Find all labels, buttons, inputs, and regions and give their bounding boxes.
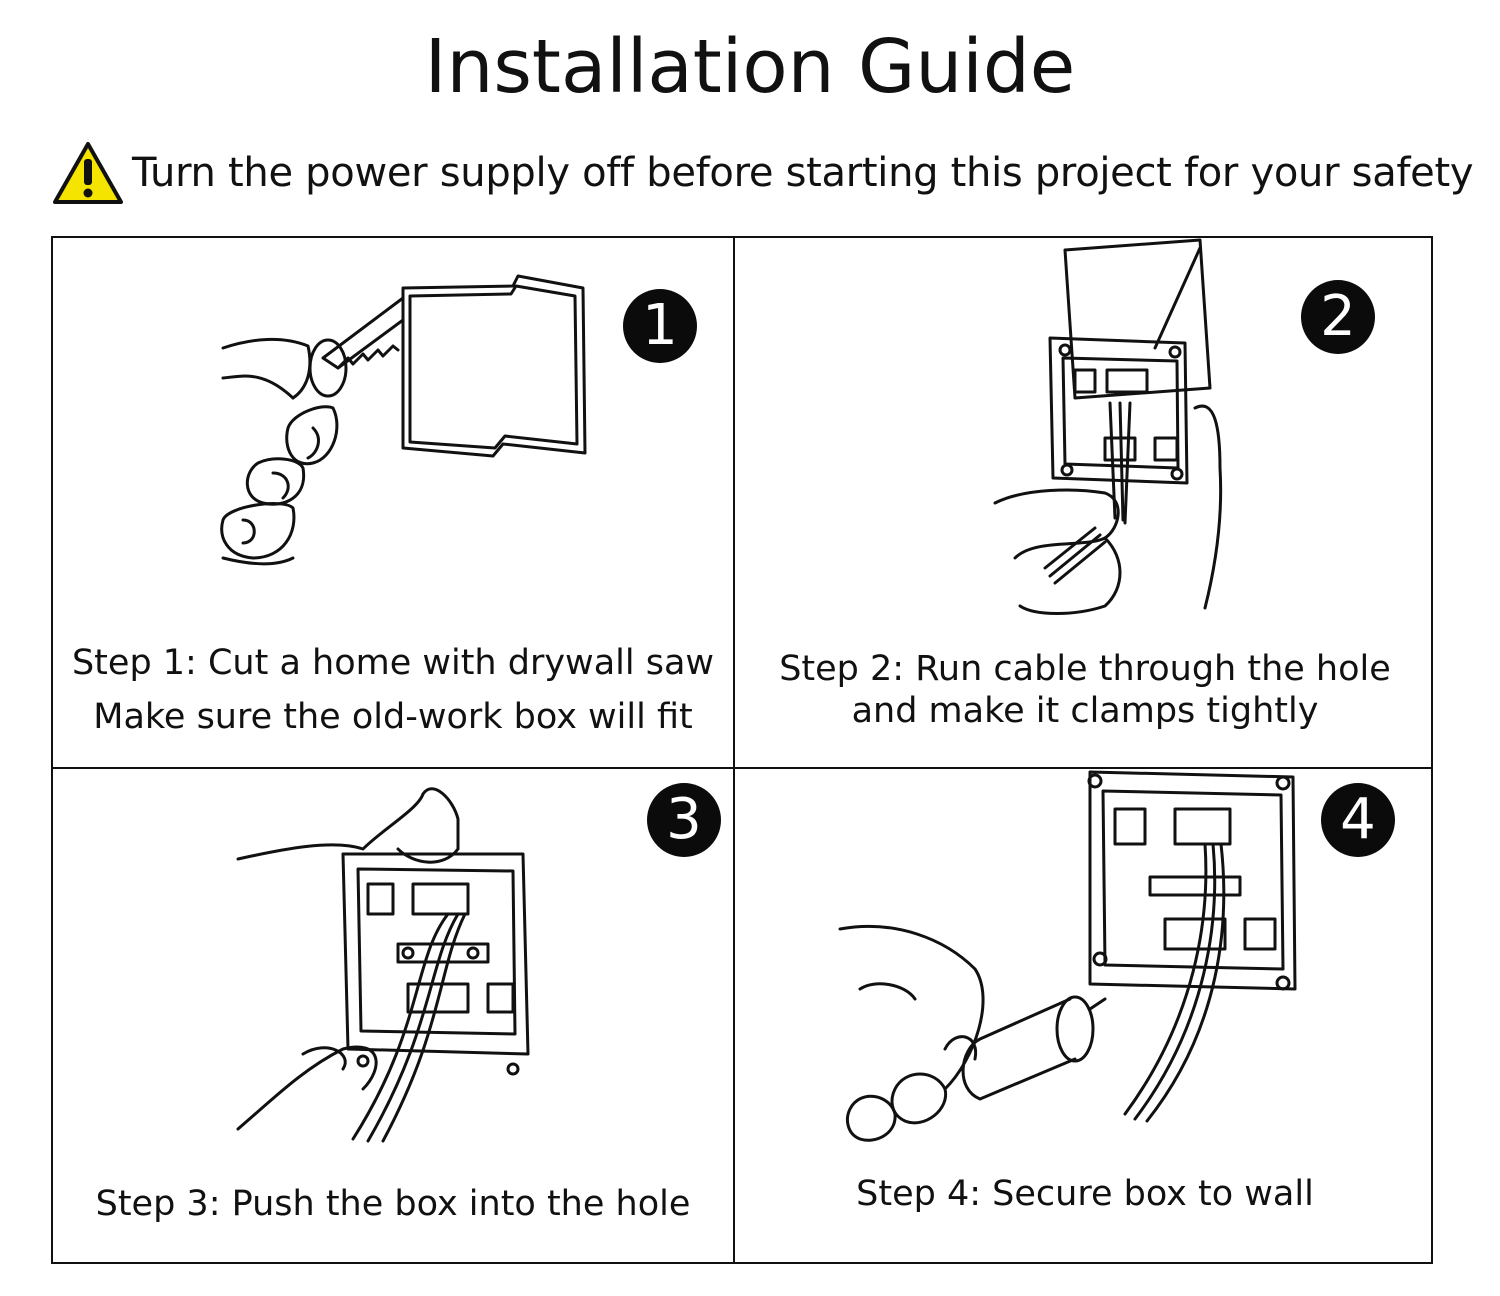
secure-box-to-wall-illustration [838,770,1297,1142]
step-4-caption: Step 4: Secure box to wall [735,1167,1435,1221]
step-2-line-1: Step 2: Run cable through the hole [779,649,1391,689]
step-3-badge: 3 [647,783,721,857]
step-1-line-2: Make sure the old-work box will fit [93,697,693,737]
safety-warning: Turn the power supply off before startin… [52,140,1474,206]
step-1-caption: Step 1: Cut a home with drywall saw Make… [53,636,733,744]
page-title: Installation Guide [424,24,1076,110]
step-panel-1: 1 Step 1: Cut a home with drywall saw Ma… [53,238,733,767]
warning-triangle-icon [53,142,123,204]
grid-divider-vertical [733,238,735,1262]
steps-grid: 1 Step 1: Cut a home with drywall saw Ma… [51,236,1433,1264]
step-2-line-2: and make it clamps tightly [851,691,1319,731]
grid-divider-horizontal [53,767,1431,769]
step-panel-2: 2 Step 2: Run cable through the hole and… [735,238,1435,767]
drywall-saw-illustration [220,274,587,566]
step-2-caption: Step 2: Run cable through the hole and m… [735,648,1435,732]
step-panel-3: 3 Step 3: Push the box into the hole [53,769,733,1264]
step-panel-4: 4 Step 4: Secure box to wall [735,769,1435,1264]
step-2-badge: 2 [1301,280,1375,354]
step-3-line-1: Step 3: Push the box into the hole [95,1184,691,1224]
step-1-badge: 1 [623,289,697,363]
cable-through-hole-illustration [993,238,1223,615]
push-box-into-hole-illustration [236,787,530,1143]
step-4-line-1: Step 4: Secure box to wall [856,1174,1314,1214]
step-3-caption: Step 3: Push the box into the hole [53,1177,733,1231]
step-1-line-1: Step 1: Cut a home with drywall saw [71,643,715,683]
step-4-badge: 4 [1321,783,1395,857]
warning-text: Turn the power supply off before startin… [132,150,1474,196]
